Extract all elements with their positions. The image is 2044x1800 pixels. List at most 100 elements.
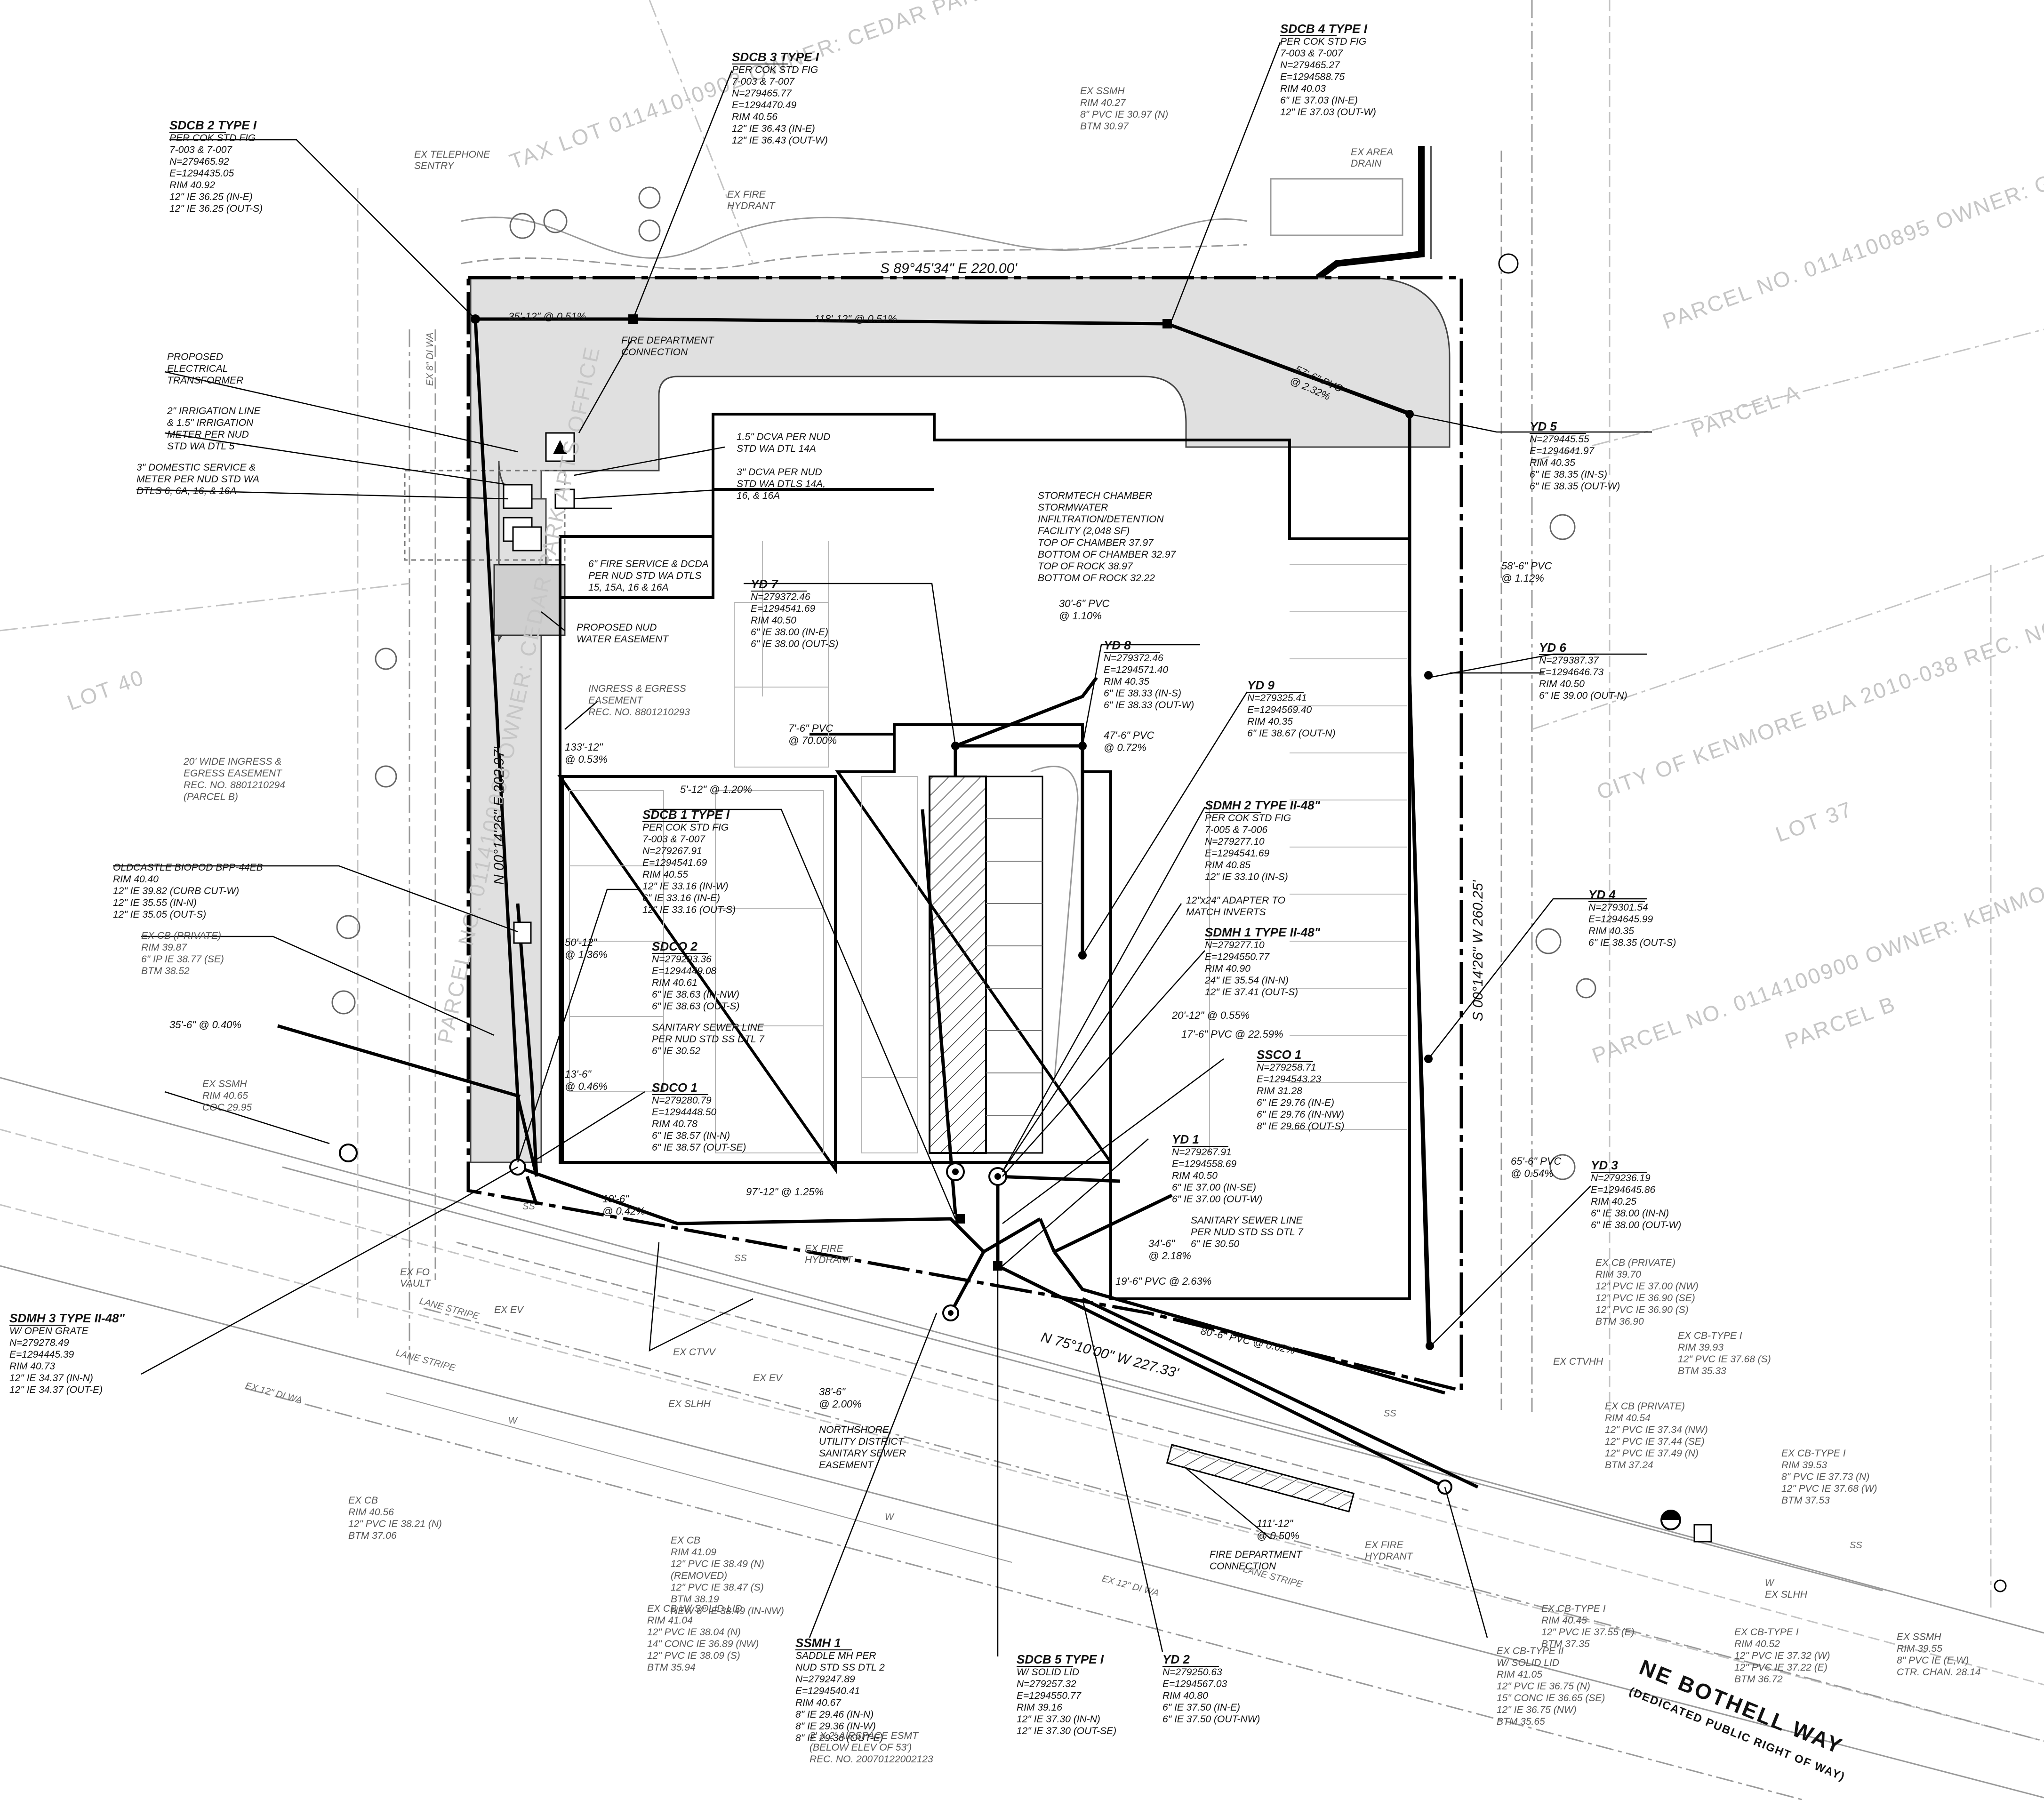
hydrant-icon <box>339 1144 358 1162</box>
ex-telephone-line: SENTRY <box>414 160 455 171</box>
ingress-line: EASEMENT <box>588 695 644 706</box>
ssmh1-line: SADDLE MH PER <box>795 1650 876 1661</box>
p5-12-line: 5'-12" @ 1.20% <box>680 784 752 795</box>
p19-6a-line: 19'-6" <box>602 1193 629 1205</box>
ex-ctvhh-line: EX CTVHH <box>1553 1356 1603 1367</box>
yd1-line: YD 1 <box>1172 1132 1199 1146</box>
sdcb5-line: SDCB 5 TYPE I <box>1017 1652 1104 1666</box>
ex-cb-private-w-line: 6" IP IE 38.77 (SE) <box>141 954 224 965</box>
yd6-line: 6" IE 39.00 (OUT-N) <box>1539 690 1627 701</box>
sdcb3-line: SDCB 3 TYPE I <box>732 50 819 64</box>
yd5-line: E=1294641.97 <box>1530 446 1595 456</box>
yd1-line: 6" IE 37.00 (OUT-W) <box>1172 1194 1262 1205</box>
sdcb3-line: N=279465.77 <box>732 88 792 99</box>
ex-cb-b-line: EX CB <box>671 1535 700 1546</box>
catch-basin-icon <box>1693 1524 1712 1543</box>
ex-area-drain-line: EX AREA <box>1351 147 1393 158</box>
p133-12-line: @ 0.53% <box>565 753 608 765</box>
ssco1-line: E=1294543.23 <box>1257 1074 1322 1085</box>
airspace-callout: 3' X 2' AIRSPACE ESMT(BELOW ELEV OF 53')… <box>810 1730 933 1765</box>
ex-cb-private-1-callout: EX CB (PRIVATE)RIM 39.7012" PVC IE 37.00… <box>1595 1257 1699 1327</box>
ssco1-line: N=279258.71 <box>1257 1062 1316 1073</box>
ssmh1-line: 8" IE 29.46 (IN-N) <box>795 1709 874 1720</box>
ex-cb-t1-d-line: BTM 35.33 <box>1678 1366 1726 1376</box>
sdmh2-line: PER COK STD FIG <box>1205 813 1291 824</box>
tree-symbol-icon <box>331 186 1596 1180</box>
storm-pipe-network <box>277 317 1479 1489</box>
yd7-line: N=279372.46 <box>751 592 810 602</box>
p133-12-line: 133'-12" <box>565 741 603 753</box>
ex-cb-a-line: 12" PVC IE 38.21 (N) <box>348 1519 442 1529</box>
ex-cb-t1-a-line: BTM 37.35 <box>1541 1639 1590 1649</box>
ex-cb-solid-line: 12" PVC IE 38.09 (S) <box>647 1650 740 1661</box>
yd9-line: E=1294569.40 <box>1247 704 1312 715</box>
lot-37-label: LOT 37 <box>1772 796 1856 847</box>
ex-cb-private-1-line: 12" PVC IE 36.90 (S) <box>1595 1304 1689 1315</box>
ss-line-2-line: SANITARY SEWER LINE <box>1191 1215 1303 1226</box>
sdcb2-line: 7-003 & 7-007 <box>169 144 232 155</box>
ex-fire-hydrant-mid-line: HYDRANT <box>805 1255 854 1265</box>
side-water-label: EX 8" DI WA <box>425 333 435 386</box>
dcva-15-line: 1.5" DCVA PER NUD <box>737 432 830 442</box>
p34-6-line: @ 2.18% <box>1148 1250 1191 1262</box>
lane-stripe-2: LANE STRIPE <box>395 1348 457 1374</box>
p19-6a-callout: 19'-6"@ 0.42% <box>602 1193 645 1217</box>
domestic-line: METER PER NUD STD WA <box>136 474 259 485</box>
ex-cb-t1-d-line: 12" PVC IE 37.68 (S) <box>1678 1354 1771 1365</box>
sdmh3-line: E=1294445.39 <box>9 1349 74 1360</box>
p13-6-line: @ 0.46% <box>565 1080 608 1092</box>
ex-cb-private-1-line: 12" PVC IE 36.90 (SE) <box>1595 1293 1695 1304</box>
yd2-line: 6" IE 37.50 (IN-E) <box>1162 1702 1240 1713</box>
ex-cb-t1-c-line: EX CB-TYPE I <box>1781 1448 1846 1459</box>
p35-12-line: 35'-12" @ 0.51% <box>508 311 586 322</box>
p20-12-line: 20'-12" @ 0.55% <box>1171 1009 1250 1021</box>
ex-cb-private-2-line: 12" PVC IE 37.44 (SE) <box>1605 1436 1705 1447</box>
northshore-line: EASEMENT <box>819 1460 874 1471</box>
ex-cb-t1-d-line: RIM 39.93 <box>1678 1342 1723 1353</box>
ex-cb-a-line: EX CB <box>348 1495 378 1506</box>
ex-cb-t1-c-line: 8" PVC IE 37.73 (N) <box>1781 1472 1869 1482</box>
sdco1-line: 6" IE 38.57 (IN-N) <box>652 1130 730 1141</box>
sdmh3-line: RIM 40.73 <box>9 1361 55 1372</box>
p13-6-callout: 13'-6"@ 0.46% <box>565 1068 608 1092</box>
city-bla-label: CITY OF KENMORE BLA 2010-038 REC. NO. 20… <box>1594 544 2044 804</box>
ex-fire-hydrant-top-line: EX FIRE <box>727 189 766 200</box>
ex-cb-b-line: BTM 38.19 <box>671 1594 719 1605</box>
sdcb1-line: N=279267.91 <box>642 846 702 856</box>
ex-cb-t1-b-line: 12" PVC IE 37.32 (W) <box>1734 1650 1830 1661</box>
yd7-line: E=1294541.69 <box>751 603 816 614</box>
yd2-line: N=279250.63 <box>1162 1667 1222 1678</box>
ex-cb-t2-line: BTM 35.65 <box>1497 1716 1545 1727</box>
ex-cb-b-line: RIM 41.09 <box>671 1547 716 1558</box>
ssco1-line: RIM 31.28 <box>1257 1086 1302 1096</box>
sdmh3-line: 12" IE 34.37 (OUT-E) <box>9 1384 103 1395</box>
sdmh1-line: E=1294550.77 <box>1205 952 1270 962</box>
dcva-3-line: STD WA DTLS 14A, <box>737 479 826 489</box>
bearing-east: S 00°14'26" W 260.25' <box>1470 880 1486 1021</box>
sdco2-line: E=1294449.08 <box>652 966 717 976</box>
sdcb4-line: N=279465.27 <box>1280 60 1340 71</box>
sdcb2-line: PER COK STD FIG <box>169 133 256 144</box>
ex-cb-private-2-line: BTM 37.24 <box>1605 1460 1653 1471</box>
ingress-line: REC. NO. 8801210293 <box>588 707 690 718</box>
domestic-line: DTLS 6, 6A, 16, & 16A <box>136 486 236 496</box>
irrigation-callout: 2" IRRIGATION LINE& 1.5" IRRIGATIONMETER… <box>167 406 261 452</box>
ssco1-line: 6" IE 29.76 (IN-E) <box>1257 1097 1334 1108</box>
irrigation-line: & 1.5" IRRIGATION <box>167 417 254 428</box>
p118-12-line: 118'-12" @ 0.51% <box>814 313 897 325</box>
ssco1-line: SSCO 1 <box>1257 1048 1301 1062</box>
sdcb3-line: PER COK STD FIG <box>732 64 818 75</box>
yd8-line: E=1294571.40 <box>1104 664 1169 675</box>
yd8-line: 6" IE 38.33 (OUT-W) <box>1104 700 1194 711</box>
ex-slhh-callout: EX SLHH <box>668 1399 711 1409</box>
stormtech-line: TOP OF ROCK 38.97 <box>1038 561 1133 572</box>
